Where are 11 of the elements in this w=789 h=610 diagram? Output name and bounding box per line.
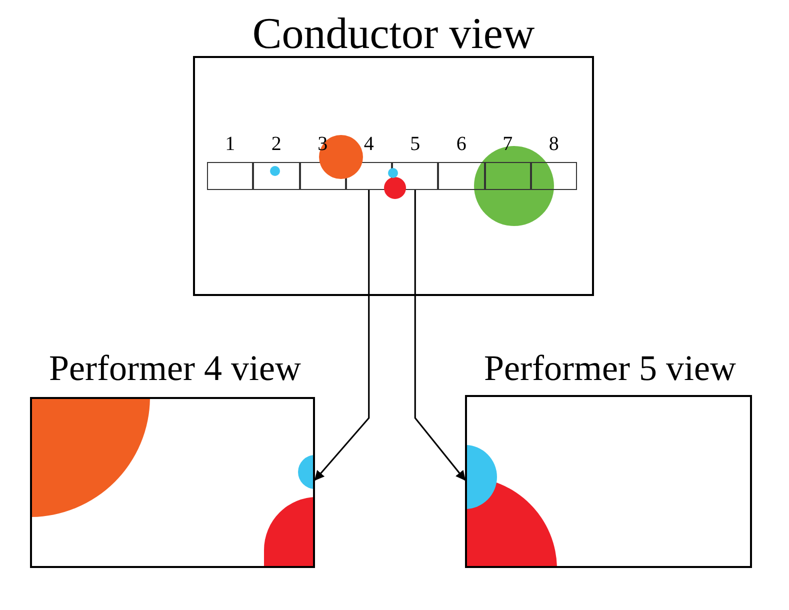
- view-title: Conductor view: [251, 12, 536, 56]
- position-number: 2: [270, 132, 282, 156]
- view-title: Performer 5 view: [483, 350, 737, 386]
- position-number: 5: [409, 132, 422, 156]
- position-number: 8: [548, 132, 560, 156]
- arrow: [414, 190, 466, 481]
- position-number: 1: [224, 132, 236, 156]
- view-title: Performer 4 view: [48, 350, 302, 386]
- position-number: 6: [455, 132, 468, 156]
- arrow: [314, 190, 370, 481]
- position-number: 4: [362, 132, 375, 156]
